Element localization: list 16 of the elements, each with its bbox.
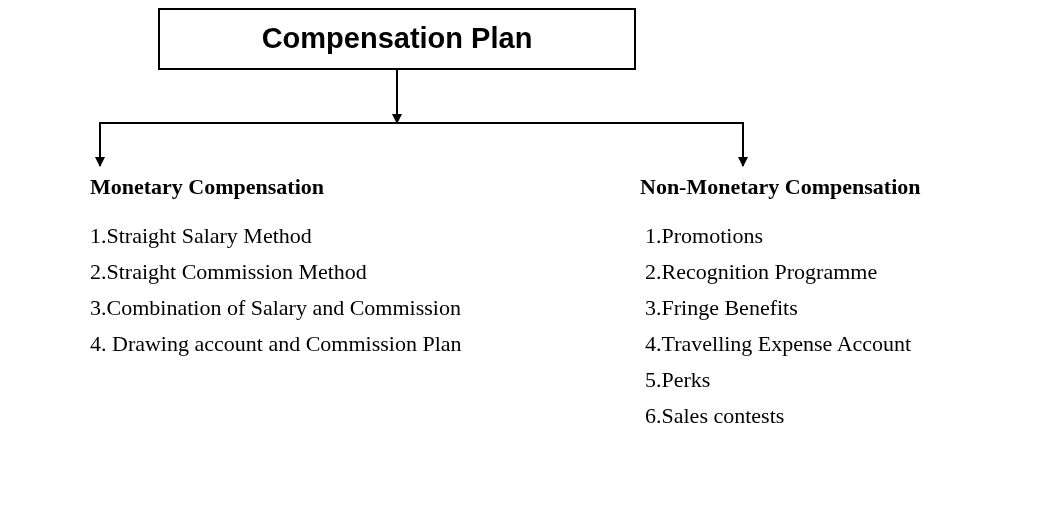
- arrow: [396, 122, 748, 167]
- list-item: 3.Fringe Benefits: [645, 294, 798, 322]
- list-item: 2.Straight Commission Method: [90, 258, 367, 286]
- list-item: 1.Promotions: [645, 222, 763, 250]
- branch-heading: Non-Monetary Compensation: [640, 170, 921, 203]
- list-item: 1.Straight Salary Method: [90, 222, 312, 250]
- arrow: [392, 69, 402, 124]
- list-item: 2.Recognition Programme: [645, 258, 878, 286]
- arrow: [95, 122, 398, 167]
- branch-heading: Monetary Compensation: [90, 170, 325, 203]
- list-item: 4. Drawing account and Commission Plan: [90, 330, 462, 358]
- list-item: 4.Travelling Expense Account: [645, 330, 912, 358]
- list-item: 6.Sales contests: [645, 402, 785, 430]
- list-item: 5.Perks: [645, 366, 711, 394]
- title-box: Compensation Plan: [158, 8, 636, 70]
- list-item: 3.Combination of Salary and Commission: [90, 294, 461, 322]
